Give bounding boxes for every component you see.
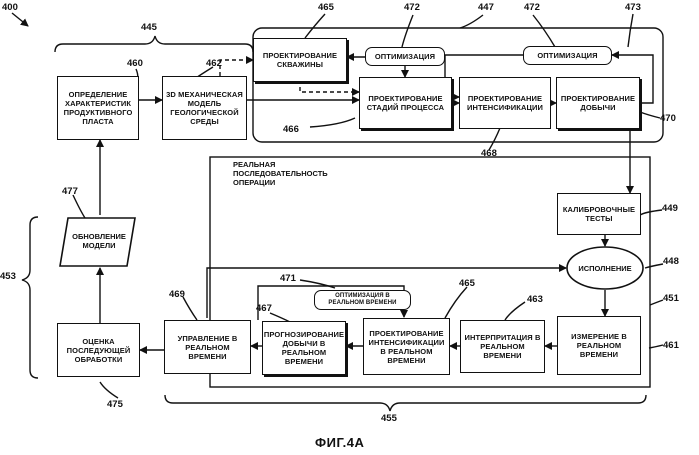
bracket-445 [55, 36, 253, 52]
stage-design-box: ПРОЕКТИРОВАНИЕ СТАДИЙ ПРОЦЕССА [359, 77, 452, 129]
optimization-box-2: ОПТИМИЗАЦИЯ [523, 46, 612, 65]
calibration-tests-box: КАЛИБРОВОЧНЫЕ ТЕСТЫ [557, 193, 641, 235]
ref-477: 477 [62, 186, 78, 197]
production-design-box: ПРОЕКТИРОВАНИЕ ДОБЫЧИ [556, 77, 640, 129]
ref-467: 467 [256, 303, 272, 314]
mechanical-model-box: 3D МЕХАНИЧЕСКАЯ МОДЕЛЬ ГЕОЛОГИЧЕСКОЙ СРЕ… [162, 76, 247, 140]
bracket-453 [22, 217, 38, 378]
arrow-model-to-well [220, 60, 253, 76]
ref-463: 463 [527, 294, 543, 305]
realtime-measurement-box: ИЗМЕРЕНИЕ В РЕАЛЬНОМ ВРЕМЕНИ [557, 316, 641, 375]
ref-445: 445 [141, 22, 157, 33]
ref-472-left: 472 [404, 2, 420, 13]
ref-471: 471 [280, 273, 296, 284]
ref-460: 460 [127, 58, 143, 69]
stimulation-design-box: ПРОЕКТИРОВАНИЕ ИНТЕНСИФИКАЦИИ [459, 77, 551, 129]
ref-455: 455 [381, 413, 397, 424]
ref-462: 462 [206, 58, 222, 69]
ref-472-right: 472 [524, 2, 540, 13]
realtime-optimization-box: ОПТИМИЗАЦИЯ В РЕАЛЬНОМ ВРЕМЕНИ [314, 290, 411, 310]
realtime-interpretation-box: ИНТЕРПРИТАЦИЯ В РЕАЛЬНОМ ВРЕМЕНИ [460, 320, 545, 373]
ref-473: 473 [625, 2, 641, 13]
reservoir-characterization-box: ОПРЕДЕЛЕНИЕ ХАРАКТЕРИСТИК ПРОДУКТИВНОГО … [57, 76, 139, 140]
realtime-stimulation-box: ПРОЕКТИРОВАНИЕ ИНТЕНСИФИКАЦИИ В РЕАЛЬНОМ… [363, 318, 450, 375]
ref-465-top: 465 [318, 2, 334, 13]
execution-label: ИСПОЛНЕНИЕ [570, 264, 640, 273]
ref-465-bottom: 465 [459, 278, 475, 289]
ref-453: 453 [0, 271, 16, 282]
ref-469: 469 [169, 289, 185, 300]
ref-468: 468 [481, 148, 497, 159]
model-update-label: ОБНОВЛЕНИЕ МОДЕЛИ [72, 232, 126, 250]
figure-caption: ФИГ.4А [315, 435, 364, 450]
realtime-forecast-box: ПРОГНОЗИРОВАНИЕ ДОБЫЧИ В РЕАЛЬНОМ ВРЕМЕН… [262, 321, 346, 375]
ref-475: 475 [107, 399, 123, 410]
ref-466: 466 [283, 124, 299, 135]
bracket-455 [165, 395, 646, 411]
ref-461: 461 [663, 340, 679, 351]
ref-470: 470 [660, 113, 676, 124]
well-design-box: ПРОЕКТИРОВАНИЕ СКВАЖИНЫ [253, 38, 347, 82]
ref-400: 400 [2, 2, 18, 13]
optimization-box-1: ОПТИМИЗАЦИЯ [365, 47, 445, 66]
ref-447: 447 [478, 2, 494, 13]
realtime-sequence-label: РЕАЛЬНАЯ ПОСЛЕДОВАТЕЛЬНОСТЬ ОПЕРАЦИИ [233, 160, 363, 187]
ref-448: 448 [663, 256, 679, 267]
realtime-control-box: УПРАВЛЕНИЕ В РЕАЛЬНОМ ВРЕМЕНИ [164, 320, 251, 374]
ref-451: 451 [663, 293, 679, 304]
post-treatment-evaluation-box: ОЦЕНКА ПОСЛЕДУЮЩЕЙ ОБРАБОТКИ [57, 323, 140, 377]
ref-449: 449 [662, 203, 678, 214]
